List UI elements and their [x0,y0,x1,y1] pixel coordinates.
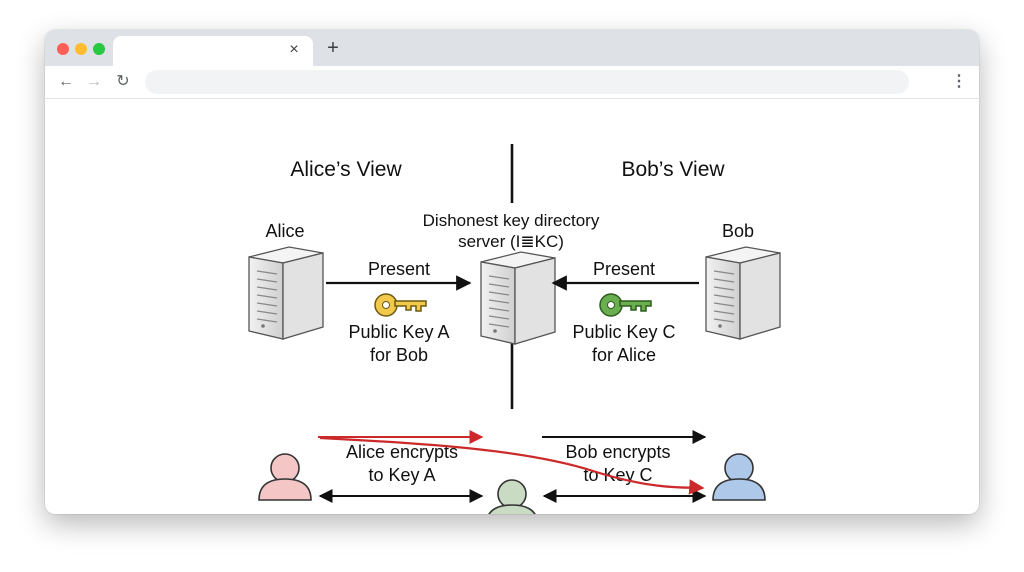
new-tab-icon[interactable]: + [327,37,339,59]
address-bar[interactable] [145,70,909,94]
key-c-hole [607,301,615,309]
interception-curve [319,436,705,495]
alice-encrypts-line1: Alice encrypts [346,442,458,462]
menu-kebab-icon[interactable]: ⋮ [951,73,967,90]
bob-person-icon [712,453,766,501]
page-content: Alice’s View Bob’s View Alice Bob Dishon… [45,99,979,514]
minimize-window-button[interactable] [75,43,87,55]
maximize-window-button[interactable] [93,43,105,55]
bob-encrypts-line2: to Key C [583,465,652,485]
key-directory-diagram: Alice’s View Bob’s View Alice Bob Dishon… [248,144,781,514]
alice-person-icon [258,453,312,501]
bob-server-icon [705,246,781,340]
present-label-right: Present [593,259,655,279]
key-a-caption-line1: Public Key A [348,322,449,342]
present-label-left: Present [368,259,430,279]
close-window-button[interactable] [57,43,69,55]
tab-strip: × + [45,30,979,66]
browser-window: × + ← → ↻ ⋮ [45,30,979,514]
alice-encrypts-line2: to Key A [368,465,435,485]
alice-view-header: Alice’s View [290,158,402,181]
close-tab-icon[interactable]: × [289,41,299,58]
mallory-person-icon [488,479,536,514]
back-arrow-icon[interactable]: ← [58,73,74,90]
active-tab[interactable]: × [113,36,313,66]
bob-label: Bob [722,221,754,241]
server-label-line1: Dishonest key directory [423,211,600,230]
server-label-line2: server (I≣KC) [458,232,564,251]
directory-server-icon [480,251,556,345]
alice-server-icon [248,246,324,340]
alice-label: Alice [265,221,304,241]
reload-icon[interactable]: ↻ [116,73,130,90]
browser-toolbar: ← → ↻ ⋮ [45,66,979,99]
forward-arrow-icon[interactable]: → [86,73,102,90]
key-a-hole [382,301,390,309]
bob-encrypts-line1: Bob encrypts [565,442,670,462]
key-c-caption-line1: Public Key C [572,322,675,342]
bob-view-header: Bob’s View [621,158,725,181]
key-c-caption-line2: for Alice [592,345,656,365]
key-a-caption-line2: for Bob [370,345,428,365]
